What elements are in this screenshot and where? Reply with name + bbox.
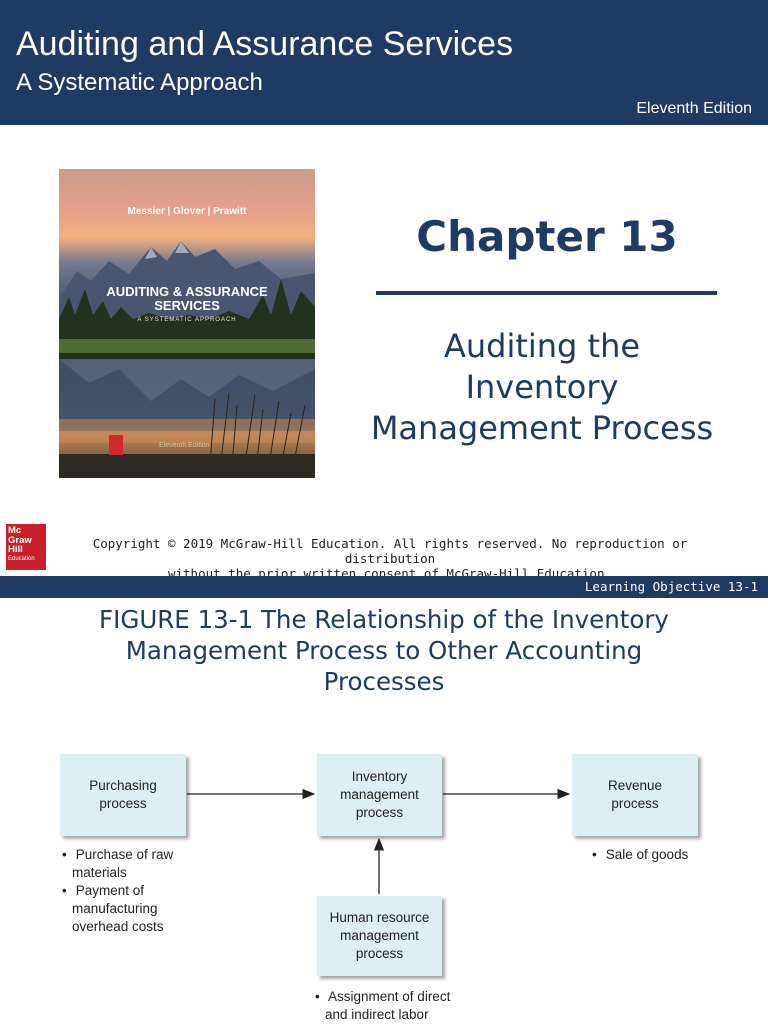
- cover-landscape: [59, 241, 315, 478]
- chapter-title-line: Auditing the: [443, 327, 641, 365]
- logo-text: Hill: [8, 544, 23, 555]
- header-band: Auditing and Assurance Services A System…: [0, 0, 768, 125]
- box-label: process: [355, 805, 404, 820]
- box-label: management: [340, 787, 419, 802]
- note-text: overhead costs: [72, 919, 164, 934]
- human-resource-process-box: Human resource management process: [317, 896, 442, 976]
- figure-title-line: FIGURE 13-1 The Relationship of the Inve…: [99, 605, 669, 634]
- list-item: Purchase of raw materials: [62, 846, 202, 882]
- box-label: process: [611, 796, 659, 811]
- box-label: Human resource: [329, 910, 430, 925]
- purchasing-process-box: Purchasing process: [60, 754, 186, 836]
- book-subtitle: A Systematic Approach: [16, 69, 263, 96]
- cover-title: AUDITING & ASSURANCE: [106, 284, 268, 299]
- note-text: Sale of goods: [605, 847, 689, 862]
- note-text: Payment of: [75, 883, 145, 898]
- learning-objective-band: Learning Objective 13-1: [0, 576, 768, 598]
- mcgraw-hill-logo: Mc Graw Hill Education: [6, 524, 46, 570]
- cover-title-line2: SERVICES: [154, 298, 220, 313]
- cover-authors: Messier | Glover | Prawitt: [127, 206, 247, 217]
- inventory-management-process-box: Inventory management process: [317, 754, 442, 836]
- box-label: management: [340, 928, 419, 943]
- list-item: Payment of manufacturing overhead costs: [62, 882, 202, 936]
- title-slide: Auditing and Assurance Services A System…: [0, 0, 768, 581]
- box-label: Inventory: [351, 769, 408, 784]
- book-title: Auditing and Assurance Services: [16, 25, 514, 63]
- edition-label: Eleventh Edition: [636, 100, 752, 117]
- chapter-title: Auditing the Inventory Management Proces…: [352, 326, 732, 449]
- note-text: materials: [72, 865, 127, 880]
- figure-title: FIGURE 13-1 The Relationship of the Inve…: [40, 604, 728, 697]
- logo-text: Mc: [8, 525, 22, 536]
- list-item: Assignment of direct and indirect labor: [315, 988, 475, 1024]
- box-label: Revenue: [607, 778, 663, 793]
- note-text: Assignment of direct: [328, 989, 451, 1004]
- chapter-title-line: Management Process: [370, 409, 714, 447]
- box-label: Purchasing: [89, 778, 157, 793]
- list-item: Sale of goods: [592, 846, 712, 864]
- chapter-number: Chapter 13: [416, 212, 678, 261]
- learning-objective: Learning Objective 13-1: [584, 579, 758, 594]
- human-resource-notes: Assignment of direct and indirect labor: [315, 988, 475, 1024]
- process-diagram: Purchasing process Inventory management …: [0, 576, 768, 1024]
- figure-title-line: Processes: [323, 667, 445, 696]
- cover-publisher-logo: [109, 435, 123, 455]
- logo-text: Graw: [8, 534, 32, 546]
- box-label: process: [355, 946, 404, 961]
- purchasing-notes: Purchase of raw materials Payment of man…: [62, 846, 202, 936]
- figure-title-line: Management Process to Other Accounting: [125, 636, 643, 665]
- diagram-arrows: [187, 788, 571, 894]
- box-label: process: [99, 796, 147, 811]
- copyright-notice: Copyright © 2019 McGraw-Hill Education. …: [60, 536, 720, 581]
- logo-text: Education: [8, 555, 35, 562]
- cover-subtitle: A SYSTEMATIC APPROACH: [137, 317, 237, 323]
- chapter-title-line: Inventory: [465, 368, 619, 406]
- revenue-process-box: Revenue process: [572, 754, 698, 836]
- copyright-line: Copyright © 2019 McGraw-Hill Education. …: [92, 536, 688, 566]
- title-divider: [376, 291, 717, 295]
- revenue-notes: Sale of goods: [592, 846, 712, 864]
- note-text: manufacturing: [72, 901, 158, 916]
- note-text: Purchase of raw: [75, 847, 174, 862]
- book-cover-image: Messier | Glover | Prawitt AUDITING & AS…: [59, 169, 315, 478]
- cover-edition: Eleventh Edition: [159, 442, 210, 449]
- note-text: and indirect labor: [325, 1007, 429, 1022]
- figure-slide: Learning Objective 13-1 FIGURE 13-1 The …: [0, 576, 768, 1024]
